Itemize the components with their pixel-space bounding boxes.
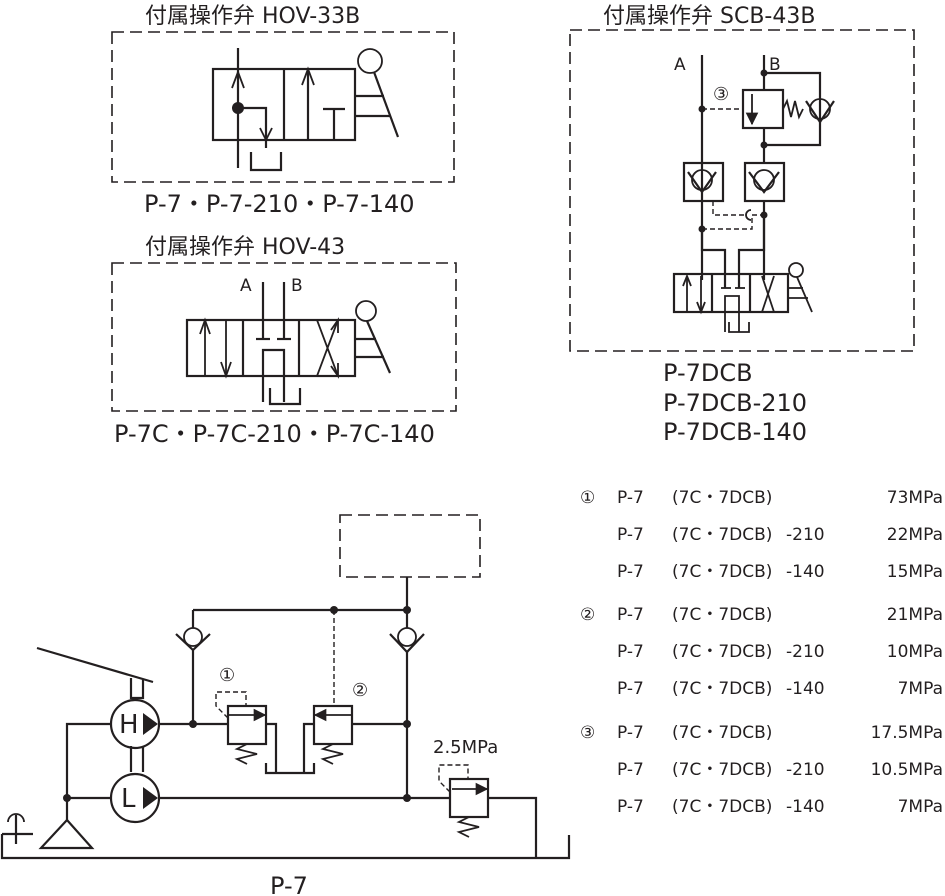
relief-tank	[264, 763, 316, 775]
table-cell-variant: (7C・7DCB)	[672, 525, 772, 545]
relief-valve-2: ②	[302, 680, 411, 773]
hov43-port-a: A	[240, 276, 252, 296]
table-cell-pressure: 15MPa	[887, 562, 943, 582]
table-cell-pressure: 22MPa	[887, 525, 943, 545]
scb43b-directional-valve	[672, 272, 790, 314]
reservoir	[0, 834, 571, 860]
table-cell-suffix: -140	[786, 679, 825, 699]
hov33b-title: 付属操作弁 HOV-33B	[145, 4, 360, 29]
scb43b-title: 付属操作弁 SCB-43B	[603, 4, 815, 29]
table-cell-pressure: 17.5MPa	[871, 723, 943, 743]
breather-icon	[2, 813, 33, 844]
table-cell-model: P-7	[617, 525, 644, 545]
circuit-model-label: P-7	[270, 872, 308, 896]
table-cell-model: P-7	[617, 723, 644, 743]
table-cell-pressure: 7MPa	[898, 797, 943, 817]
table-cell-variant: (7C・7DCB)	[672, 723, 772, 743]
table-cell-variant: (7C・7DCB)	[672, 642, 772, 662]
scb43b-relief-valve	[741, 88, 785, 130]
relief-1-marker: ①	[219, 665, 235, 686]
scb43b-marker-3: ③	[713, 84, 729, 105]
table-cell-model: P-7	[617, 760, 644, 780]
valve-hov33b: 付属操作弁 HOV-33B P-7・P-7-210・P-7-140	[111, 4, 455, 218]
pump-handle	[36, 646, 154, 684]
table-cell-suffix: -140	[786, 797, 825, 817]
table-cell-pressure: 10MPa	[887, 642, 943, 662]
unload-valve: 2.5MPa	[433, 737, 538, 858]
table-cell-model: P-7	[617, 488, 644, 508]
check-valve-left	[175, 610, 211, 724]
table-cell-variant: (7C・7DCB)	[672, 760, 772, 780]
hov33b-lever-icon	[355, 48, 400, 138]
hov43-boundary	[111, 262, 457, 412]
table-group-marker: ③	[580, 723, 595, 743]
pump-low-label: L	[121, 784, 136, 814]
scb43b-pilot-check-b	[743, 161, 786, 203]
table-cell-model: P-7	[617, 562, 644, 582]
table-cell-variant: (7C・7DCB)	[672, 562, 772, 582]
hov33b-models: P-7・P-7-210・P-7-140	[144, 190, 415, 218]
scb43b-model-1: P-7DCB	[663, 359, 753, 387]
table-cell-variant: (7C・7DCB)	[672, 605, 772, 625]
hov43-valve-body	[185, 318, 357, 378]
table-cell-suffix: -210	[786, 760, 825, 780]
table-cell-model: P-7	[617, 797, 644, 817]
scb43b-lever-icon	[788, 262, 813, 313]
scb43b-port-b: B	[769, 55, 781, 75]
table-cell-suffix: -140	[786, 562, 825, 582]
hov43-lever-icon	[355, 300, 392, 374]
relief-2-marker: ②	[352, 680, 368, 701]
scb43b-pilot-check-a	[682, 161, 725, 203]
table-group-marker: ②	[580, 605, 595, 625]
hov43-tank	[268, 388, 302, 406]
hov43-title: 付属操作弁 HOV-43	[145, 235, 345, 260]
table-cell-suffix: -210	[786, 642, 825, 662]
scb43b-boundary	[569, 29, 915, 352]
table-cell-pressure: 10.5MPa	[871, 760, 943, 780]
table-cell-pressure: 7MPa	[898, 679, 943, 699]
unload-pressure: 2.5MPa	[433, 737, 498, 758]
actuator-placeholder	[339, 514, 481, 578]
table-cell-model: P-7	[617, 679, 644, 699]
hov33b-tank	[249, 152, 283, 172]
pump-circuit: H L ① ②	[0, 514, 571, 896]
table-cell-pressure: 73MPa	[887, 488, 943, 508]
hov43-models: P-7C・P-7C-210・P-7C-140	[114, 420, 435, 448]
table-cell-suffix: -210	[786, 525, 825, 545]
scb43b-model-3: P-7DCB-140	[663, 418, 807, 446]
pump-high: H	[109, 698, 161, 750]
table-cell-model: P-7	[617, 605, 644, 625]
table-cell-variant: (7C・7DCB)	[672, 679, 772, 699]
pump-high-label: H	[119, 710, 139, 740]
scb43b-model-2: P-7DCB-210	[663, 389, 807, 417]
scb43b-port-a: A	[674, 55, 686, 75]
table-cell-variant: (7C・7DCB)	[672, 797, 772, 817]
table-cell-pressure: 21MPa	[887, 605, 943, 625]
check-valve-right	[389, 610, 425, 798]
valve-hov43: 付属操作弁 HOV-43 A B P-7C・P-7C-210・P-7C	[111, 235, 457, 448]
valve-scb43b: 付属操作弁 SCB-43B A B ③	[569, 4, 915, 446]
table-cell-model: P-7	[617, 642, 644, 662]
table-group-marker: ①	[580, 488, 595, 508]
suction-strainer	[38, 819, 95, 850]
table-cell-variant: (7C・7DCB)	[672, 488, 772, 508]
relief-valve-1: ①	[215, 665, 278, 773]
hov43-port-b: B	[291, 276, 303, 296]
hov33b-boundary	[111, 31, 455, 183]
pump-low: L	[109, 772, 161, 824]
